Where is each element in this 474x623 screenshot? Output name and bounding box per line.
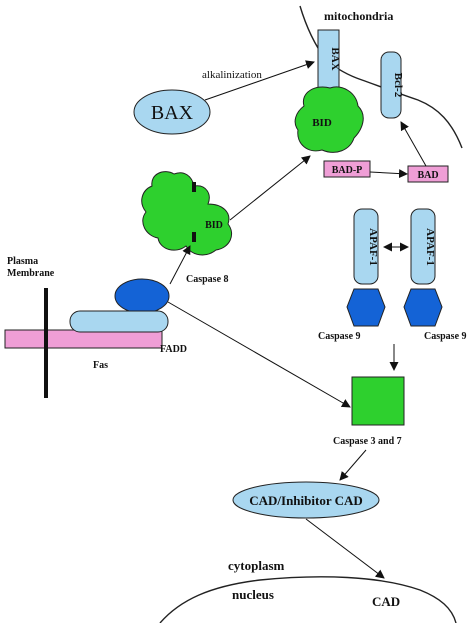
mitochondrial-membrane bbox=[299, 5, 463, 149]
mitochondria-label: mitochondria bbox=[324, 9, 393, 23]
plasma-label-line2: Membrane bbox=[7, 268, 55, 279]
caspase9-right-hexagon bbox=[403, 288, 443, 327]
arrow-bad-to-bcl2 bbox=[400, 121, 427, 167]
bcl2-label: Bcl-2 bbox=[392, 73, 404, 98]
arrow-bid-to-mito bbox=[229, 155, 311, 221]
cytoplasm-label: cytoplasm bbox=[228, 558, 285, 573]
caspase9-left-hexagon bbox=[346, 288, 386, 327]
arrow-caspase8-to-bid bbox=[169, 245, 191, 285]
caspase3-7-square bbox=[351, 376, 405, 426]
fas-receptor bbox=[4, 329, 163, 349]
caspase9-left-label: Caspase 9 bbox=[318, 331, 361, 342]
cad-inhibitor-ellipse bbox=[232, 481, 380, 519]
bid-cleavage-mark-lower bbox=[192, 232, 196, 242]
arrow-bax-to-mito bbox=[204, 60, 315, 101]
plasma-label-line1: Plasma bbox=[7, 256, 38, 267]
fadd-adaptor bbox=[69, 310, 169, 333]
arrow-caspase8-to-caspase3 bbox=[167, 301, 351, 408]
nucleus-label: nucleus bbox=[232, 587, 274, 602]
caspase8-label: Caspase 8 bbox=[186, 274, 229, 285]
caspase3-7-label: Caspase 3 and 7 bbox=[333, 436, 402, 447]
apaf1-left-box bbox=[353, 208, 379, 285]
bid-mito-label: BID bbox=[312, 117, 332, 129]
bad-box bbox=[407, 165, 449, 183]
arrow-cad-to-nucleus bbox=[305, 518, 385, 579]
nuclear-membrane bbox=[159, 576, 457, 623]
cad-label: CAD bbox=[372, 594, 400, 609]
bad-label: BAD bbox=[417, 170, 438, 181]
fas-label: Fas bbox=[93, 360, 108, 371]
bid-cleaved-label: BID bbox=[205, 220, 223, 231]
bax-membrane-label: BAX bbox=[329, 47, 341, 70]
cad-inhibitor-label: CAD/Inhibitor CAD bbox=[249, 493, 363, 508]
bcl2-box bbox=[380, 51, 402, 119]
caspase8-ellipse bbox=[114, 278, 170, 314]
bad-p-label: BAD-P bbox=[332, 165, 363, 176]
apaf1-right-label: APAF-1 bbox=[424, 228, 436, 266]
bid-mito-blob bbox=[294, 86, 364, 153]
bad-p-box bbox=[323, 160, 371, 178]
bax-cytosol-ellipse bbox=[133, 89, 211, 135]
arrow-badp-to-bad bbox=[369, 169, 408, 179]
bax-cytosol-label: BAX bbox=[151, 102, 194, 124]
fadd-label: FADD bbox=[160, 344, 187, 355]
apaf1-right-box bbox=[410, 208, 436, 285]
arrow-caspase3-to-cad bbox=[339, 449, 367, 481]
apaf1-left-label: APAF-1 bbox=[367, 228, 379, 266]
bid-cleavage-mark bbox=[192, 182, 196, 192]
bid-cleaved-blob bbox=[141, 171, 232, 256]
caspase9-right-label: Caspase 9 bbox=[424, 331, 467, 342]
alkalinization-label: alkalinization bbox=[202, 69, 262, 81]
